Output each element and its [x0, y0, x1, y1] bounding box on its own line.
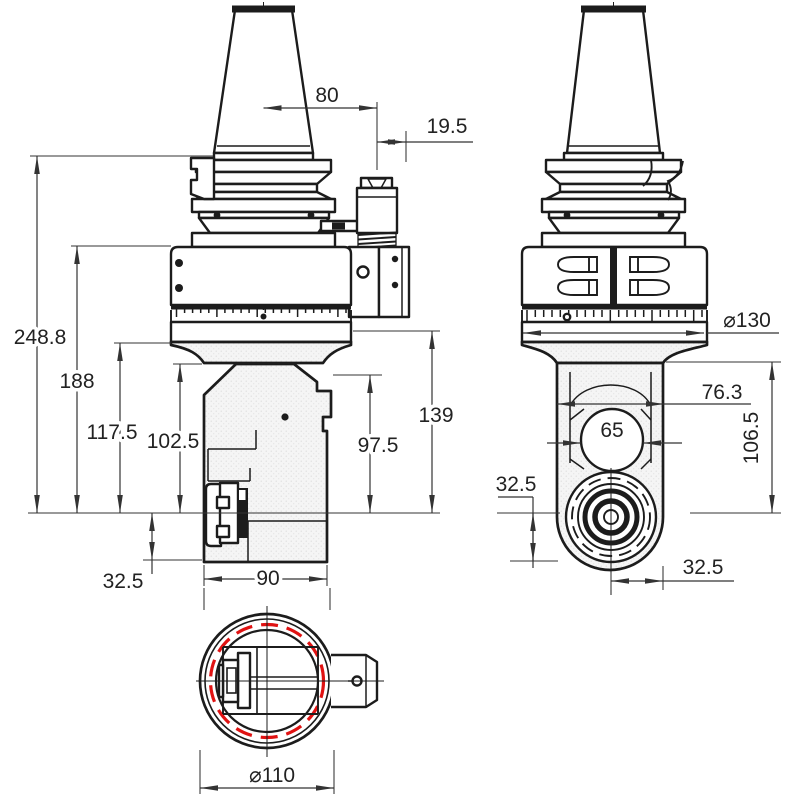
dim-110: ⌀110 [199, 750, 335, 794]
dim-97-5-label: 97.5 [358, 434, 399, 457]
dim-102-5: 102.5 [143, 363, 203, 513]
side-taper-shank [565, 5, 662, 155]
bottom-body-face [222, 646, 319, 715]
dim-139-label: 139 [418, 404, 453, 427]
dim-32-5-front-label: 32.5 [103, 570, 144, 593]
side-flange [540, 151, 687, 249]
bottom-centerlines [196, 606, 384, 757]
dim-248-8-label: 248.8 [14, 326, 67, 349]
front-scale-zero-dot [260, 313, 267, 320]
dim-76-3-label: 76.3 [702, 381, 743, 404]
side-bell [520, 340, 709, 365]
front-view [169, 2, 411, 564]
dim-248-8: 248.8 [10, 155, 213, 513]
scale-edge [171, 305, 351, 310]
dim-110-label: ⌀110 [249, 764, 295, 787]
side-scale-zero-mark [562, 312, 572, 322]
dim-117-5-label: 117.5 [87, 421, 138, 444]
dim-32-5-side-bottom: 32.5 [610, 553, 734, 590]
dim-188-label: 188 [59, 370, 94, 393]
dim-90-label: 90 [256, 567, 279, 590]
dim-130: ⌀130 [523, 306, 779, 336]
dim-117-5: 117.5 [83, 342, 171, 513]
flange-ball-left [213, 211, 221, 219]
front-housing-ring [169, 245, 353, 344]
drive-notch [189, 156, 216, 201]
ring-split-gap [610, 247, 617, 305]
dim-139: 139 [353, 330, 457, 513]
front-bell [169, 340, 353, 365]
side-lower-band [520, 320, 709, 344]
front-scale-ticks [175, 306, 347, 317]
front-er-spindle [204, 481, 248, 548]
dimensions: 80 19.5 248.8 188 117.5 [10, 81, 781, 794]
body-dowel-dot [281, 413, 289, 421]
dim-106-5: 106.5 [666, 361, 781, 514]
dim-130-label: ⌀130 [723, 309, 771, 332]
side-head-inner-lines [569, 372, 652, 470]
stop-pin-spring [357, 231, 397, 249]
front-lower-band [169, 320, 353, 344]
dim-80-label: 80 [315, 84, 338, 107]
dim-19-5: 19.5 [377, 112, 473, 162]
flange-ball-right [307, 211, 315, 219]
ring-clamp-slots [557, 256, 670, 296]
front-side-blocks [347, 245, 411, 319]
side-scale-ticks [526, 310, 703, 321]
dim-106-5-label: 106.5 [740, 412, 763, 465]
dim-90: 90 [203, 564, 328, 594]
projection-lines [203, 588, 331, 610]
side-housing-ring [520, 245, 709, 344]
flange-vgroove-hook [642, 159, 684, 201]
stop-pin-assembly [319, 176, 399, 249]
front-flange [189, 151, 337, 249]
dim-32-5-side-left-label: 32.5 [496, 473, 537, 496]
dim-97-5: 97.5 [333, 374, 402, 513]
dim-32-5-front: 32.5 [99, 513, 202, 597]
dim-102-5-label: 102.5 [147, 430, 200, 453]
dim-19-5-label: 19.5 [427, 115, 468, 138]
dim-65-label: 65 [600, 419, 623, 442]
front-taper-shank [212, 5, 315, 155]
dim-188: 188 [56, 245, 171, 513]
dim-32-5-side-bottom-label: 32.5 [683, 556, 724, 579]
dim-76-3: 76.3 [557, 378, 751, 408]
dim-32-5-side-left: 32.5 [492, 470, 560, 568]
side-view [520, 2, 709, 595]
bottom-view [196, 588, 384, 757]
dim-80: 80 [263, 81, 378, 170]
dim-65: 65 [547, 416, 682, 446]
